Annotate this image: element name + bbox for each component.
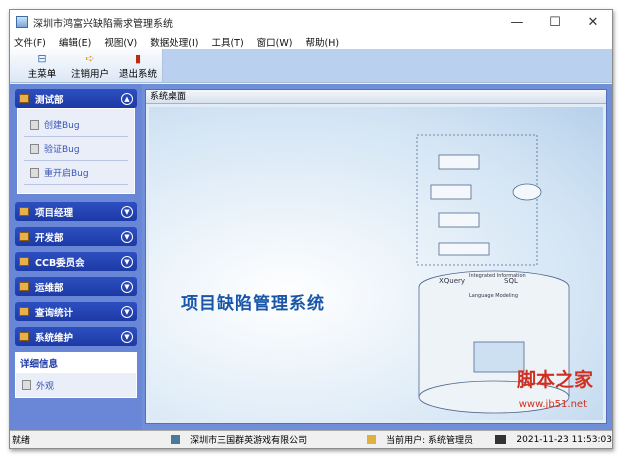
sidebar-group[interactable]: CCB委员会▼ (15, 252, 137, 271)
status-datetime: 2021-11-23 11:53:03 (516, 434, 612, 445)
menu-help[interactable]: 帮助(H) (305, 37, 340, 49)
chevron-down-icon[interactable]: ▼ (121, 230, 133, 243)
menu-bar: 文件(F) 编辑(E) 视图(V) 数据处理(I) 工具(T) 窗口(W) 帮助… (10, 34, 612, 49)
folder-icon (19, 94, 29, 103)
folder-icon (19, 332, 29, 341)
folder-icon (19, 257, 29, 266)
desktop-image: XQuery SQL Integrated Information Langua… (149, 107, 603, 420)
svg-text:SQL: SQL (504, 277, 518, 285)
exit-door-icon: ▮ (134, 51, 142, 65)
title-bar: 深圳市鸿富兴缺陷需求管理系统 — ☐ ✕ (10, 10, 612, 34)
document-icon (22, 380, 31, 390)
close-button[interactable]: ✕ (587, 14, 599, 30)
main-menu-icon: ⊟ (37, 51, 47, 65)
logout-user-icon: ➪ (85, 51, 95, 65)
window-title: 深圳市鸿富兴缺陷需求管理系统 (33, 18, 173, 30)
menu-window[interactable]: 窗口(W) (256, 37, 293, 49)
toolbar: ⊟主菜单 ➪注销用户 ▮退出系统 (10, 49, 612, 83)
chevron-down-icon[interactable]: ▼ (121, 205, 133, 218)
folder-icon (19, 232, 29, 241)
item-create-bug[interactable]: 创建Bug (24, 113, 128, 137)
svg-text:Language Modeling: Language Modeling (469, 293, 518, 299)
folder-icon (19, 282, 29, 291)
folder-icon (19, 207, 29, 216)
folder-icon (19, 307, 29, 316)
status-user: 当前用户: 系统管理员 (386, 436, 473, 446)
system-title: 项目缺陷管理系统 (181, 294, 325, 314)
app-icon (16, 16, 28, 28)
status-ready: 就绪 (12, 436, 31, 446)
panel-tab: 系统桌面 (146, 90, 606, 104)
chevron-up-icon[interactable]: ▲ (121, 92, 133, 105)
sidebar-group[interactable]: 项目经理▼ (15, 202, 137, 221)
detail-panel: 详细信息 外观 (15, 352, 137, 398)
menu-data[interactable]: 数据处理(I) (150, 37, 199, 49)
logout-user-button[interactable]: ➪注销用户 (70, 51, 109, 80)
item-reopen-bug[interactable]: 重开启Bug (24, 161, 128, 185)
status-bar: 就绪 深圳市三国群英游戏有限公司 当前用户: 系统管理员 2021-11-23 … (10, 430, 612, 448)
svg-text:Integrated Information: Integrated Information (469, 273, 526, 279)
chevron-down-icon[interactable]: ▼ (121, 305, 133, 318)
item-verify-bug[interactable]: 验证Bug (24, 137, 128, 161)
menu-edit[interactable]: 编辑(E) (58, 37, 92, 49)
sidebar-group[interactable]: 查询统计▼ (15, 302, 137, 321)
group-testing[interactable]: 测试部▲ (15, 89, 137, 108)
minimize-button[interactable]: — (510, 14, 524, 30)
sidebar: 测试部▲ 创建Bug 验证Bug 重开启Bug 项目经理▼ 开发部▼ CCB委员会▼… (10, 84, 142, 430)
chevron-down-icon[interactable]: ▼ (121, 280, 133, 293)
company-icon (171, 435, 181, 444)
app-window: 深圳市鸿富兴缺陷需求管理系统 — ☐ ✕ 文件(F) 编辑(E) 视图(V) 数… (9, 9, 613, 449)
sidebar-group[interactable]: 系统维护▼ (15, 327, 137, 346)
sidebar-group[interactable]: 运维部▼ (15, 277, 137, 296)
detail-header: 详细信息 (16, 353, 136, 373)
menu-view[interactable]: 视图(V) (104, 37, 138, 49)
desktop-panel: 系统桌面 XQuery SQL Integrated Information L… (145, 89, 607, 424)
chevron-down-icon[interactable]: ▼ (121, 330, 133, 343)
status-company: 深圳市三国群英游戏有限公司 (190, 436, 308, 446)
menu-file[interactable]: 文件(F) (14, 37, 46, 49)
user-icon (367, 435, 377, 444)
exit-system-button[interactable]: ▮退出系统 (118, 51, 157, 80)
system-diagram: XQuery SQL Integrated Information Langua… (416, 134, 570, 414)
menu-tools[interactable]: 工具(T) (211, 37, 244, 49)
clock-icon (495, 435, 507, 444)
document-icon (30, 167, 39, 178)
document-icon (30, 143, 39, 154)
watermark-logo: 脚本之家 (516, 369, 593, 391)
item-appearance[interactable]: 外观 (16, 373, 136, 397)
main-menu-button[interactable]: ⊟主菜单 (27, 51, 57, 80)
svg-text:XQuery: XQuery (439, 277, 465, 285)
sidebar-group[interactable]: 开发部▼ (15, 227, 137, 246)
watermark-url: www.jb51.net (518, 399, 587, 410)
chevron-down-icon[interactable]: ▼ (121, 255, 133, 268)
maximize-button[interactable]: ☐ (549, 14, 561, 30)
document-icon (30, 119, 39, 130)
